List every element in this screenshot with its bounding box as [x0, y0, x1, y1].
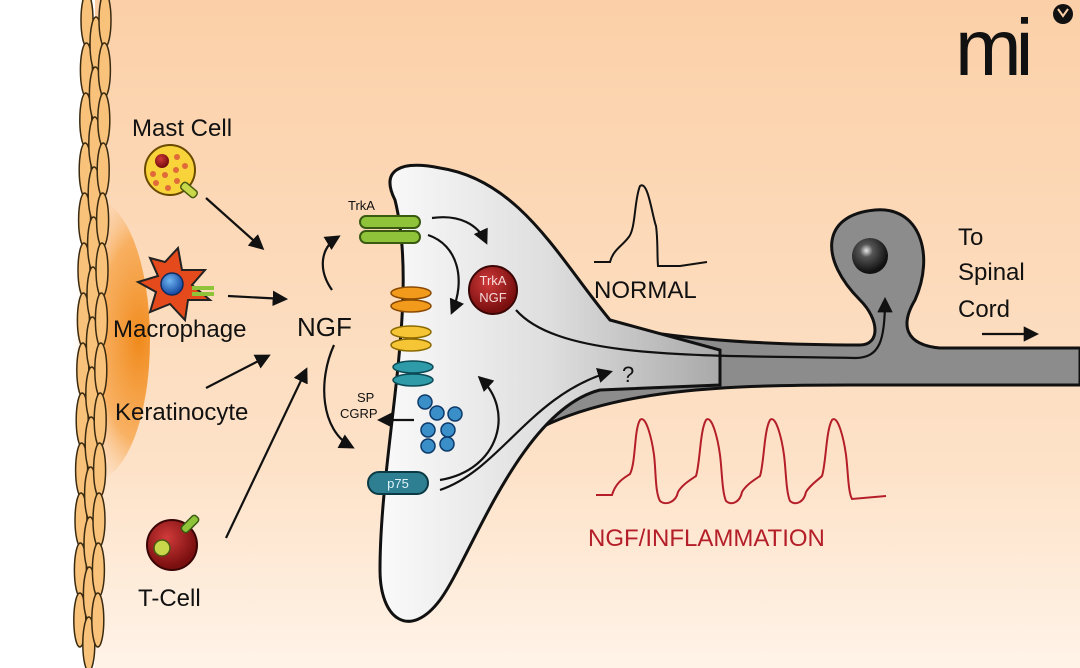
keratinocyte-cell: [94, 292, 109, 348]
mast-cell-icon: [144, 144, 198, 199]
destination-line2: Spinal: [958, 259, 1025, 286]
keratinocyte-cell: [95, 242, 109, 298]
keratinocyte-cell: [92, 442, 107, 498]
keratinocyte-cell: [95, 192, 110, 248]
macrophage-label: Macrophage: [113, 316, 246, 343]
t-cell-icon: [146, 514, 200, 571]
signal-arrows: [205, 197, 1040, 539]
keratinocyte-cell: [98, 0, 112, 48]
inflammation-trace-label: NGF/INFLAMMATION: [588, 525, 825, 552]
cgrp-label: CGRP: [340, 406, 378, 421]
unknown-pathway-marker: ?: [622, 362, 634, 387]
neuropeptide-vesicle: [440, 422, 456, 438]
soma-nucleus: [852, 238, 888, 274]
ion-channel-orange: [390, 286, 432, 313]
destination-line1: To: [958, 224, 983, 251]
t-cell-label: T-Cell: [138, 585, 201, 612]
vesicles: [417, 394, 463, 454]
normal-trace-label: NORMAL: [594, 277, 697, 304]
ngf-label: NGF: [297, 312, 352, 342]
keratinocyte-cell: [94, 342, 108, 398]
destination-line3: Cord: [958, 296, 1010, 323]
keratinocyte-label: Keratinocyte: [115, 399, 248, 426]
ion-channel-teal: [392, 360, 434, 387]
keratinocyte-cell: [92, 492, 106, 548]
neuropeptide-vesicle: [447, 406, 463, 422]
trka-label: TrkA: [348, 198, 375, 213]
logo-dot-icon: [1053, 4, 1073, 24]
mast-cell-label: Mast Cell: [132, 115, 232, 142]
normal-action-potential-trace: [594, 184, 708, 267]
neuropeptide-vesicle: [439, 436, 455, 452]
keratinocyte-cell: [93, 392, 107, 448]
logo-text: mi: [955, 3, 1029, 92]
keratinocyte-cell: [97, 42, 112, 98]
neuropeptide-vesicle: [420, 438, 436, 454]
inflammation-action-potential-trace: [596, 418, 887, 505]
trka-ngf-complex: [468, 265, 518, 315]
nerve-terminal: [378, 163, 722, 623]
keratinocyte-cell: [97, 92, 111, 148]
neuropeptide-vesicle: [429, 405, 445, 421]
mi-logo: mi: [955, 3, 1073, 92]
keratinocyte-cell: [91, 592, 105, 648]
complex-label-trka: TrkA: [480, 273, 507, 288]
epidermis-layer: [73, 0, 112, 668]
complex-label-ngf: NGF: [479, 290, 507, 305]
keratinocyte-cell: [96, 142, 110, 198]
trka-receptor: [359, 215, 421, 244]
keratinocyte-cell: [91, 542, 106, 598]
sp-label: SP: [357, 390, 374, 405]
p75-receptor: [367, 471, 429, 495]
neuropeptide-vesicle: [417, 394, 433, 410]
macrophage-icon: [135, 245, 214, 323]
neuropeptide-vesicle: [420, 422, 436, 438]
p75-label: p75: [387, 476, 409, 491]
ion-channel-yellow: [390, 325, 432, 352]
